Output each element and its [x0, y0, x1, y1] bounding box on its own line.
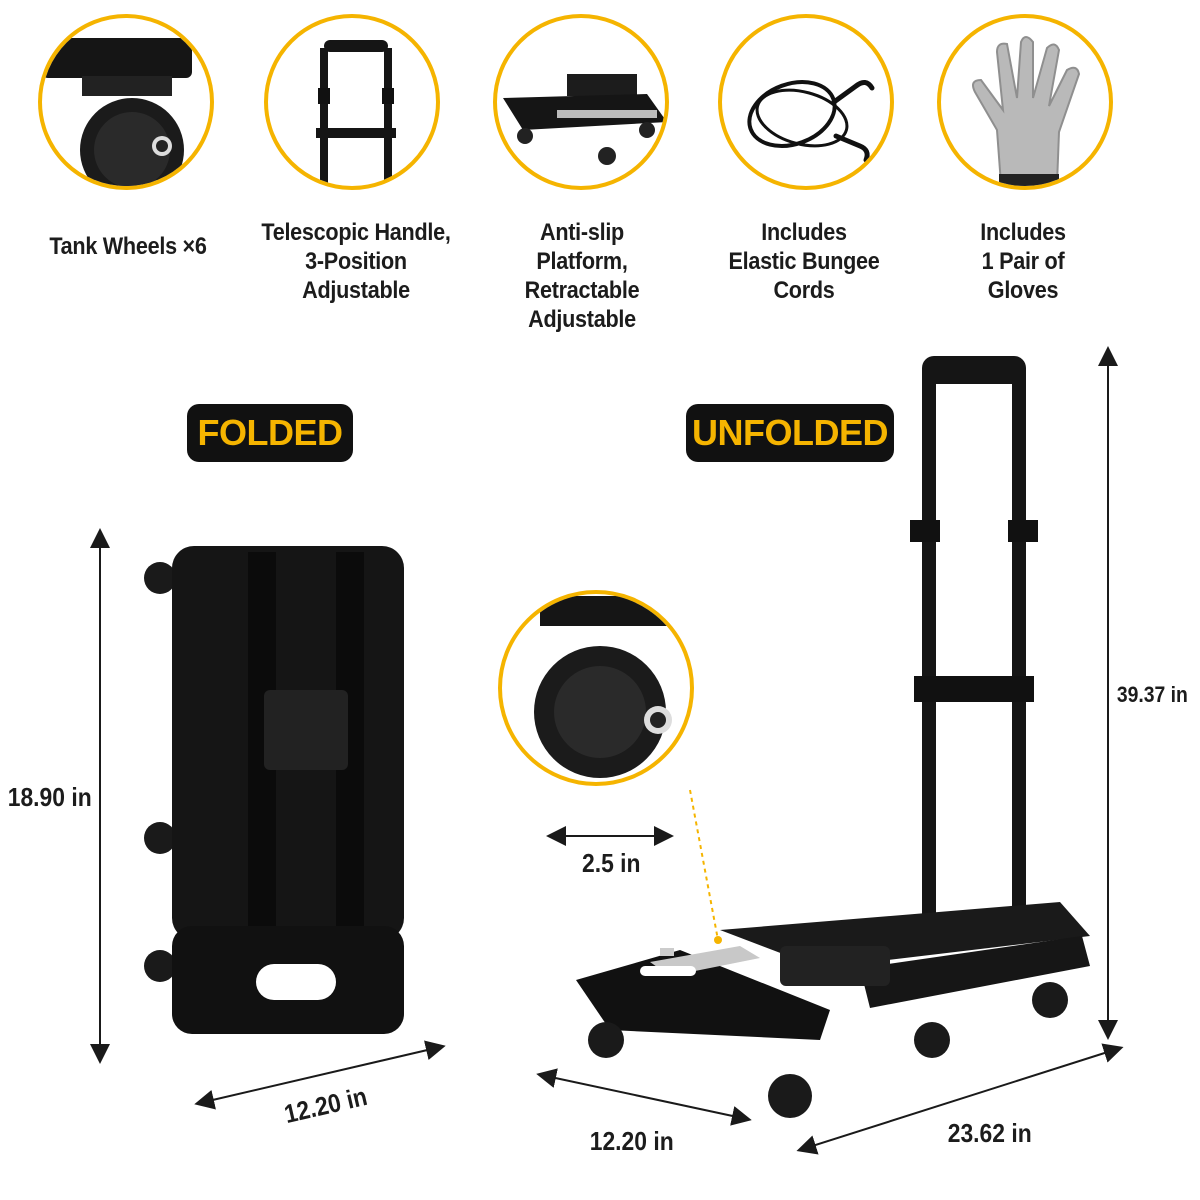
unfolded-cart [576, 356, 1090, 1118]
platform-icon [503, 74, 665, 165]
dimension-lines [90, 346, 1124, 1155]
feature-circle-wheel [38, 14, 214, 190]
folded-cart [144, 546, 404, 1034]
wheel-icon [42, 38, 192, 186]
unfolded-height-label: 39.37 in [1116, 682, 1188, 707]
folded-height-label: 18.90 in [7, 782, 92, 812]
feature-circle-handle [264, 14, 440, 190]
feature-circle-platform [493, 14, 669, 190]
unfolded-badge: UNFOLDED [686, 404, 894, 462]
unfolded-width-label: 12.20 in [589, 1126, 674, 1156]
bungee-cord-icon [747, 80, 875, 163]
wheel-detail [498, 590, 722, 944]
feature-label-platform: Anti-slip Platform, Retractable Adjustab… [524, 219, 640, 333]
feature-circle-bungee [718, 14, 894, 190]
wheel-width-label: 2.5 in [581, 848, 641, 878]
unfolded-length-label: 23.62 in [947, 1118, 1032, 1148]
folded-badge: FOLDED [187, 404, 353, 462]
glove-icon [972, 36, 1081, 186]
feature-label-handle: Telescopic Handle, 3-Position Adjustable [261, 219, 451, 304]
feature-label-wheels: Tank Wheels ×6 [49, 233, 207, 260]
feature-circle-gloves [937, 14, 1113, 190]
feature-label-bungee: Includes Elastic Bungee Cords [728, 219, 880, 304]
handle-icon [316, 40, 396, 186]
feature-label-gloves: Includes 1 Pair of Gloves [980, 219, 1066, 304]
